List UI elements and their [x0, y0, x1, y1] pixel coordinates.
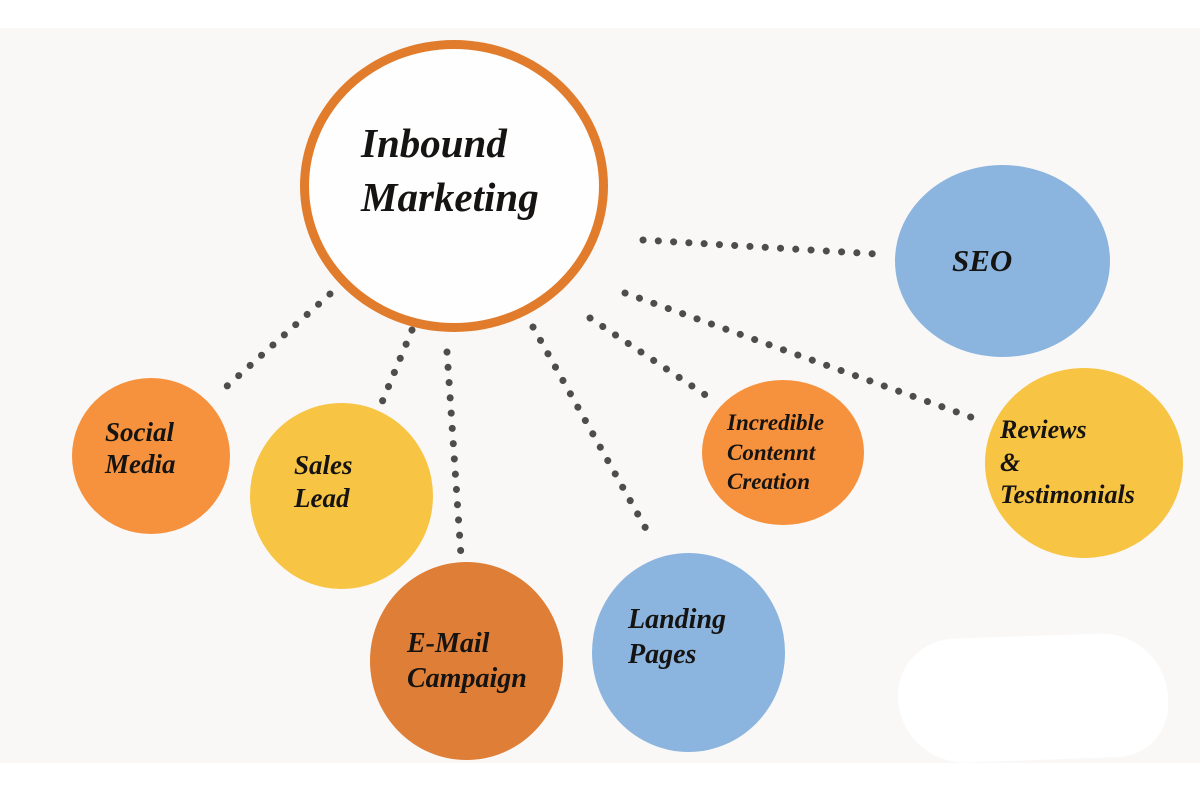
- node-label: Social Media: [105, 416, 230, 481]
- node-label: Landing Pages: [628, 602, 785, 672]
- node-label: E-Mail Campaign: [407, 626, 563, 696]
- connector-inbound-to-seo: [639, 236, 881, 258]
- node-inbound-marketing: Inbound Marketing: [300, 40, 608, 332]
- node-incredible-content-creation: Incredible Contennt Creation: [702, 380, 864, 525]
- connector-inbound-to-reviews: [621, 289, 983, 424]
- node-label-line: &: [1000, 447, 1021, 477]
- top-margin-strip: [0, 0, 1200, 28]
- node-label-line: Pages: [628, 638, 697, 670]
- node-label: Reviews & Testimonials: [1000, 414, 1183, 512]
- node-label: Inbound Marketing: [361, 116, 599, 224]
- node-label-line: Incredible: [727, 410, 825, 436]
- connector-inbound-to-incredible-content: [586, 314, 711, 400]
- node-label-line: SEO: [952, 243, 1013, 279]
- node-label-line: Landing: [628, 603, 727, 635]
- node-label-line: Social: [105, 416, 175, 447]
- node-email-campaign: E-Mail Campaign: [370, 562, 563, 760]
- node-label-line: Campaign: [407, 663, 527, 694]
- node-seo: SEO: [895, 165, 1110, 357]
- node-label-line: Reviews: [1000, 415, 1087, 445]
- node-label-line: Testimonials: [1000, 480, 1135, 510]
- node-landing-pages: Landing Pages: [592, 553, 785, 752]
- node-label-line: Marketing: [361, 174, 539, 220]
- node-label: Incredible Contennt Creation: [727, 408, 864, 496]
- node-label-line: Sales: [294, 450, 353, 481]
- connector-inbound-to-email-campaign: [443, 348, 465, 560]
- node-label-line: Inbound: [361, 119, 507, 166]
- node-label-line: Media: [105, 449, 176, 479]
- node-sales-lead: Sales Lead: [250, 403, 433, 589]
- connector-inbound-to-sales-lead: [376, 326, 416, 411]
- connector-inbound-to-landing-pages: [529, 323, 654, 540]
- node-social-media: Social Media: [72, 378, 230, 534]
- node-label-line: Contennt: [727, 439, 816, 465]
- node-reviews-testimonials: Reviews & Testimonials: [985, 368, 1183, 558]
- node-label: Sales Lead: [294, 449, 433, 515]
- node-label-line: E-Mail: [407, 628, 490, 659]
- bottom-margin-strip: [0, 763, 1200, 796]
- node-label: SEO: [952, 242, 1110, 279]
- connector-inbound-to-social-media: [222, 290, 334, 391]
- node-label-line: Lead: [294, 483, 350, 513]
- node-label-line: Creation: [727, 469, 811, 495]
